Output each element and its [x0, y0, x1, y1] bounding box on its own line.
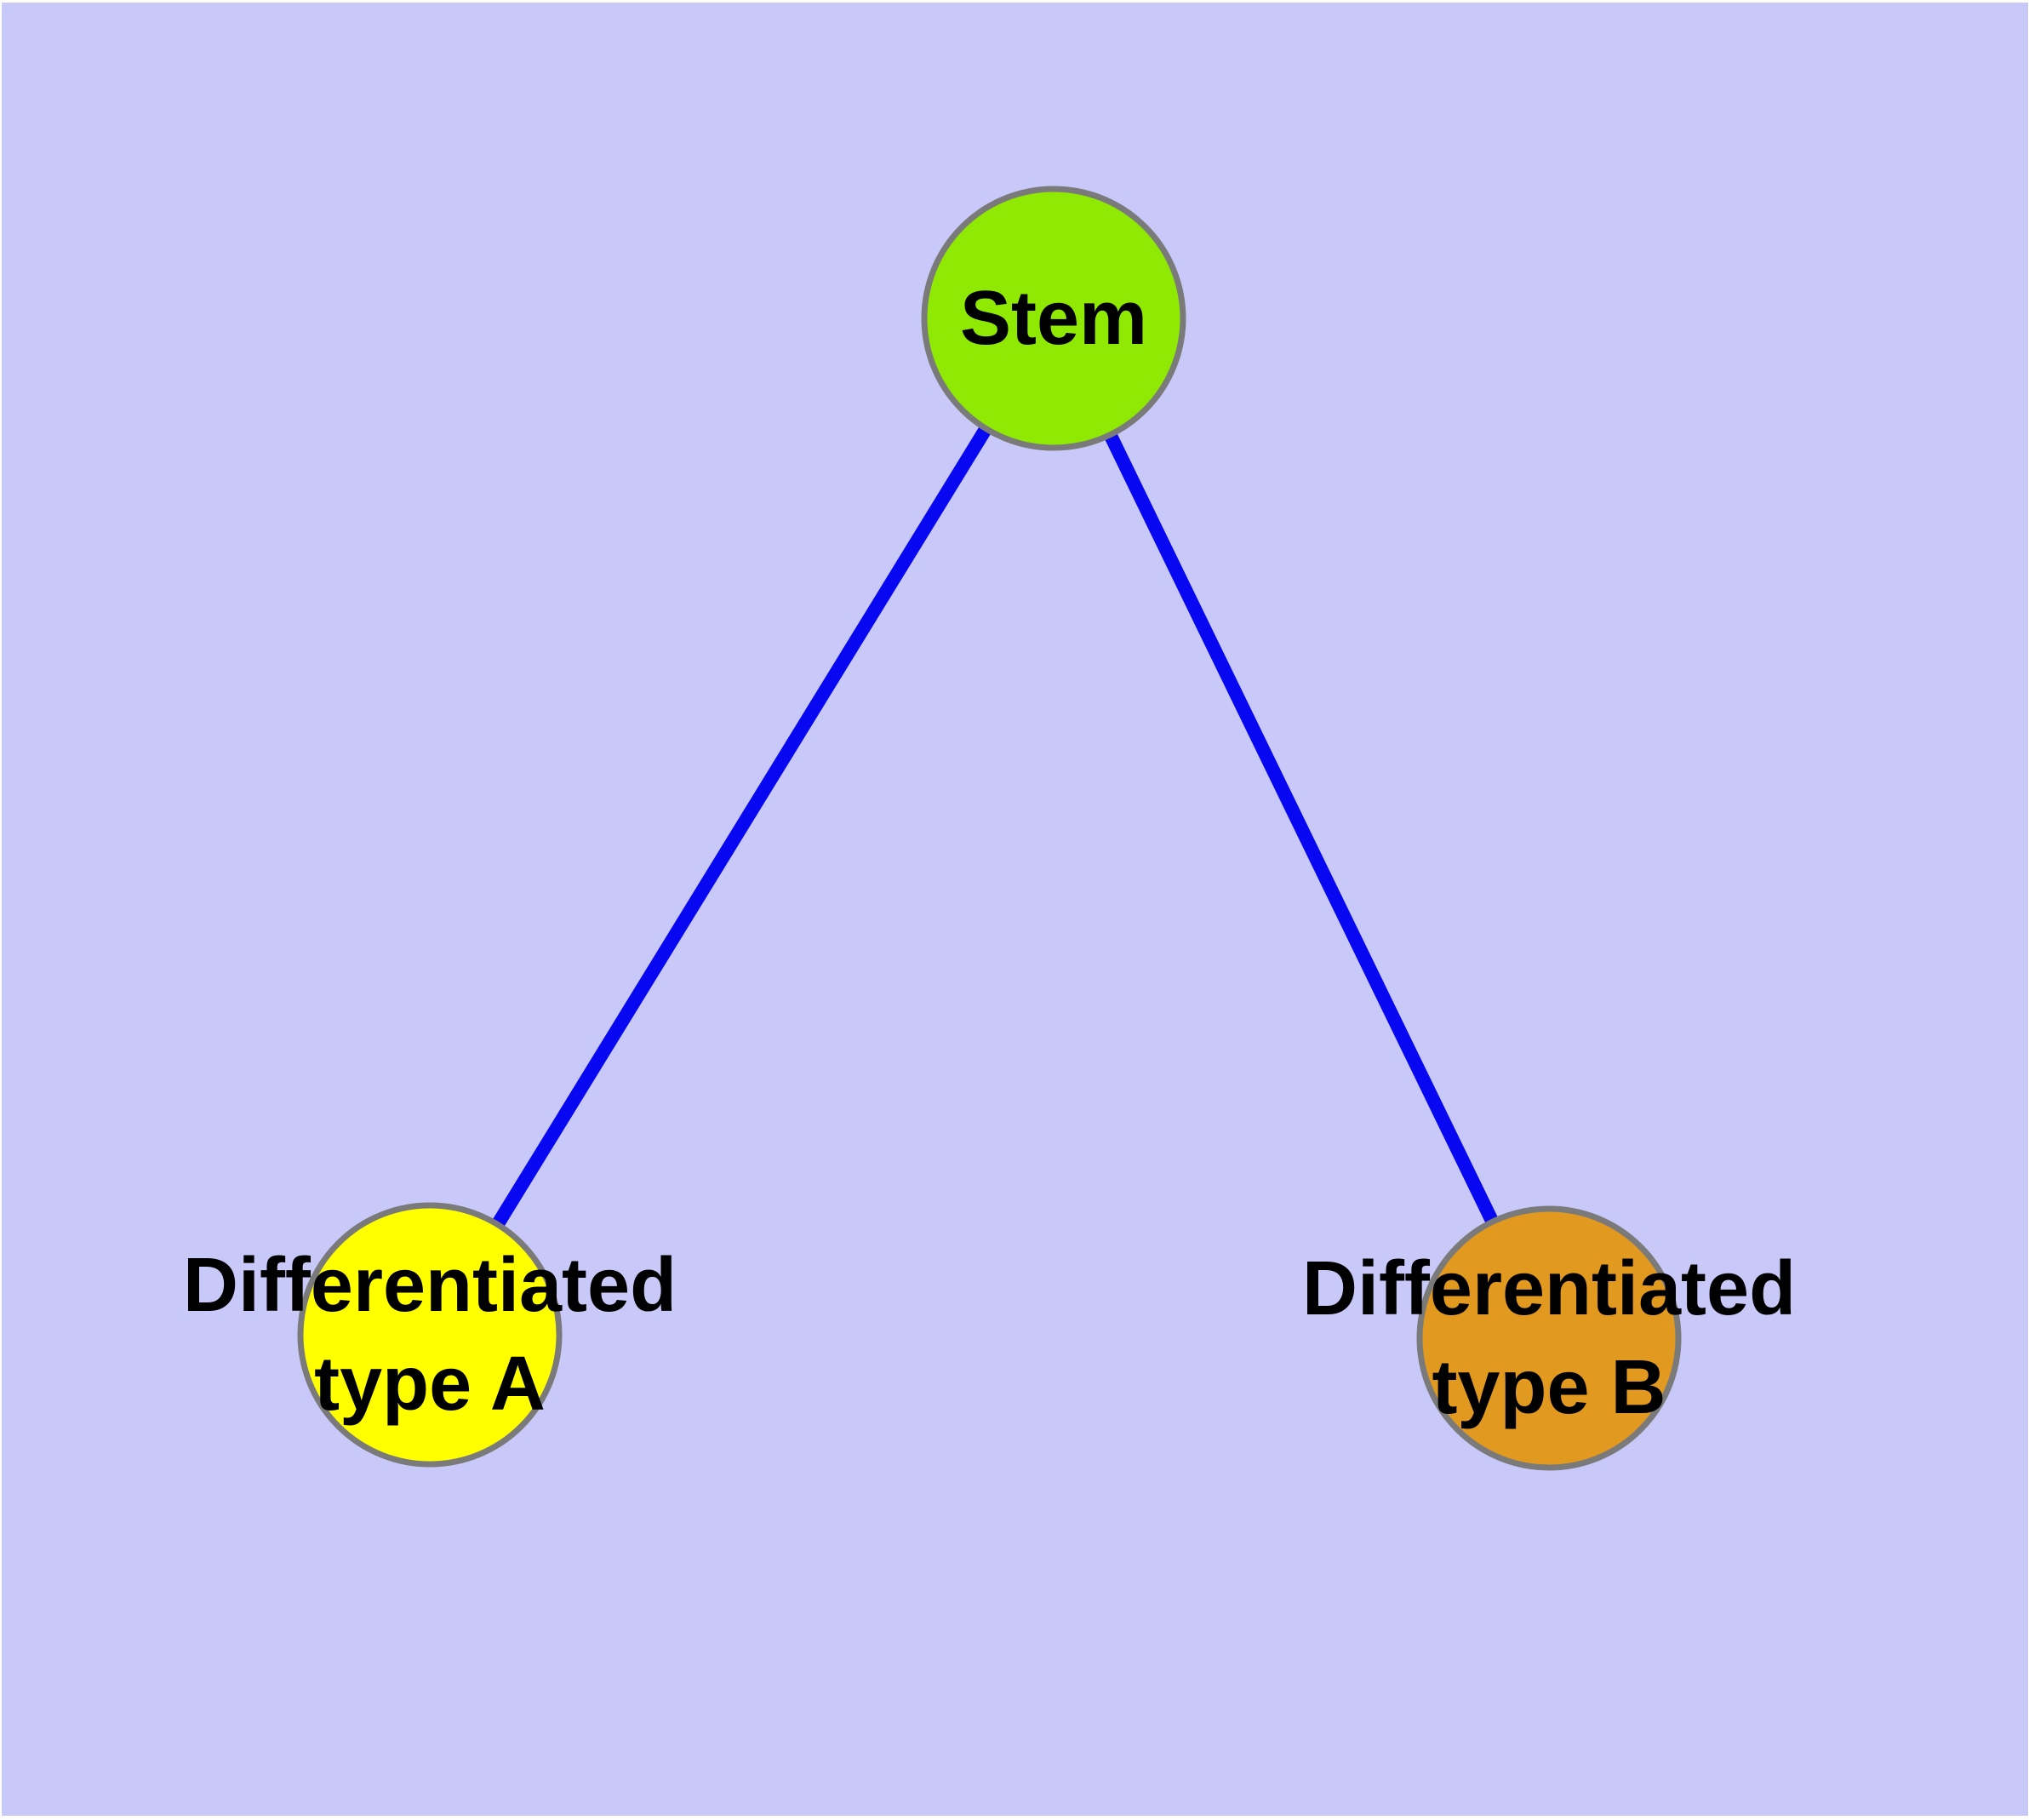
- node-type-a: [297, 1202, 563, 1468]
- node-type-b: [1416, 1205, 1682, 1471]
- node-type-b-label: Differentiated type B: [1302, 1239, 1796, 1437]
- label-line: Differentiated: [182, 1243, 677, 1328]
- label-line: type A: [314, 1342, 546, 1427]
- edge-stem-to-type-b: [1047, 315, 1556, 1342]
- node-stem: [921, 186, 1186, 451]
- label-line: Differentiated: [1301, 1246, 1797, 1331]
- edge-stem-to-type-a: [424, 314, 1060, 1339]
- node-stem-label: Stem: [960, 269, 1147, 368]
- graph-svg: [297, 186, 1682, 1471]
- label-line: Stem: [959, 276, 1148, 361]
- label-line: type B: [1432, 1345, 1666, 1430]
- plot-background: Stem Differentiated type A Differentiate…: [2, 3, 2028, 1816]
- node-type-a-label: Differentiated type A: [183, 1236, 677, 1434]
